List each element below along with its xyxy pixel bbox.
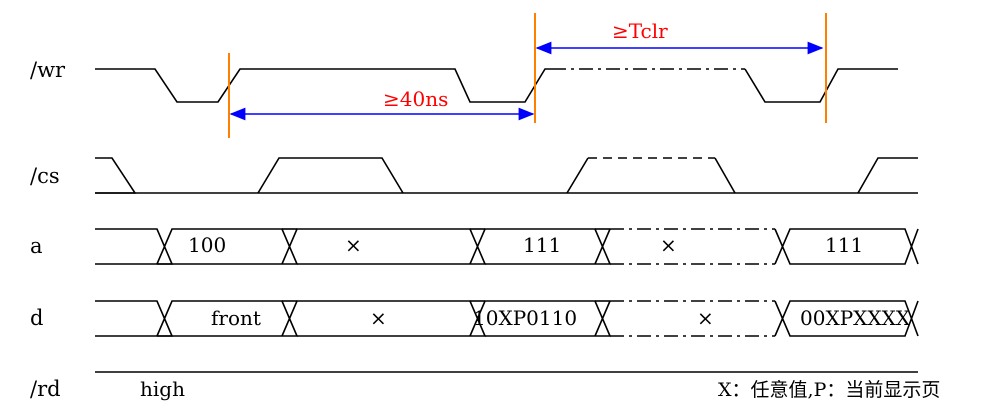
signal-label-a: a xyxy=(30,234,43,258)
wr-waveform xyxy=(95,68,898,103)
a-value-4: × xyxy=(660,233,677,257)
d-value-5: 00XPXXXX xyxy=(800,306,911,330)
d-value-2: × xyxy=(370,306,387,330)
signal-label-d: d xyxy=(30,306,43,330)
signal-label-wr: /wr xyxy=(30,58,66,82)
a-bus-waveform xyxy=(95,228,919,265)
d-value-4: × xyxy=(697,306,714,330)
a-value-3: 111 xyxy=(523,233,561,257)
a-value-5: 111 xyxy=(825,233,863,257)
d-value-1: front xyxy=(211,306,261,330)
legend-note: X：任意值,P：当前显示页 xyxy=(718,379,940,401)
timing-label-40ns: ≥40ns xyxy=(383,87,448,111)
timing-label-tclr: ≥Tclr xyxy=(612,19,668,43)
d-value-3: 10XP0110 xyxy=(473,306,577,330)
signal-label-cs: /cs xyxy=(30,164,60,188)
a-value-2: × xyxy=(345,233,362,257)
a-value-1: 100 xyxy=(188,233,226,257)
cs-waveform xyxy=(95,157,918,194)
d-bus-waveform xyxy=(95,300,919,337)
rd-state-label: high xyxy=(140,377,185,401)
signal-label-rd: /rd xyxy=(30,377,61,401)
